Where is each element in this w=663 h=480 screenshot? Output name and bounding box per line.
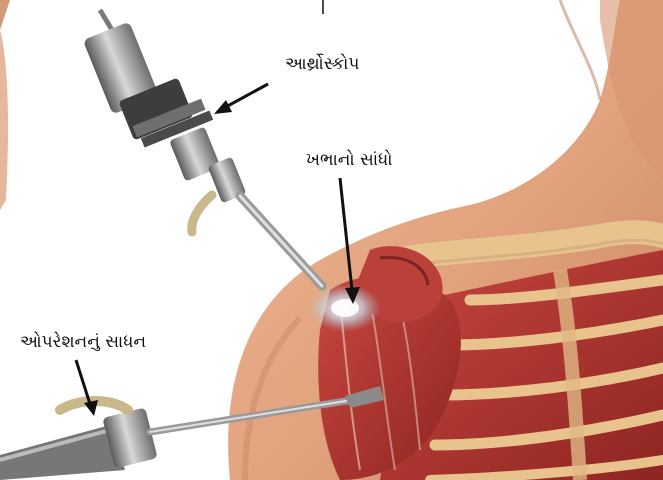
arrow-arthroscope	[214, 84, 268, 114]
arthroscope-device	[83, 10, 322, 286]
label-surgical-instrument: ઓપરેશનનું સાધન	[20, 334, 146, 351]
label-shoulder-joint: ખભાનો સાંધો	[306, 152, 392, 169]
label-arthroscope: આર્થ્રોસ્કોપ	[285, 56, 359, 73]
